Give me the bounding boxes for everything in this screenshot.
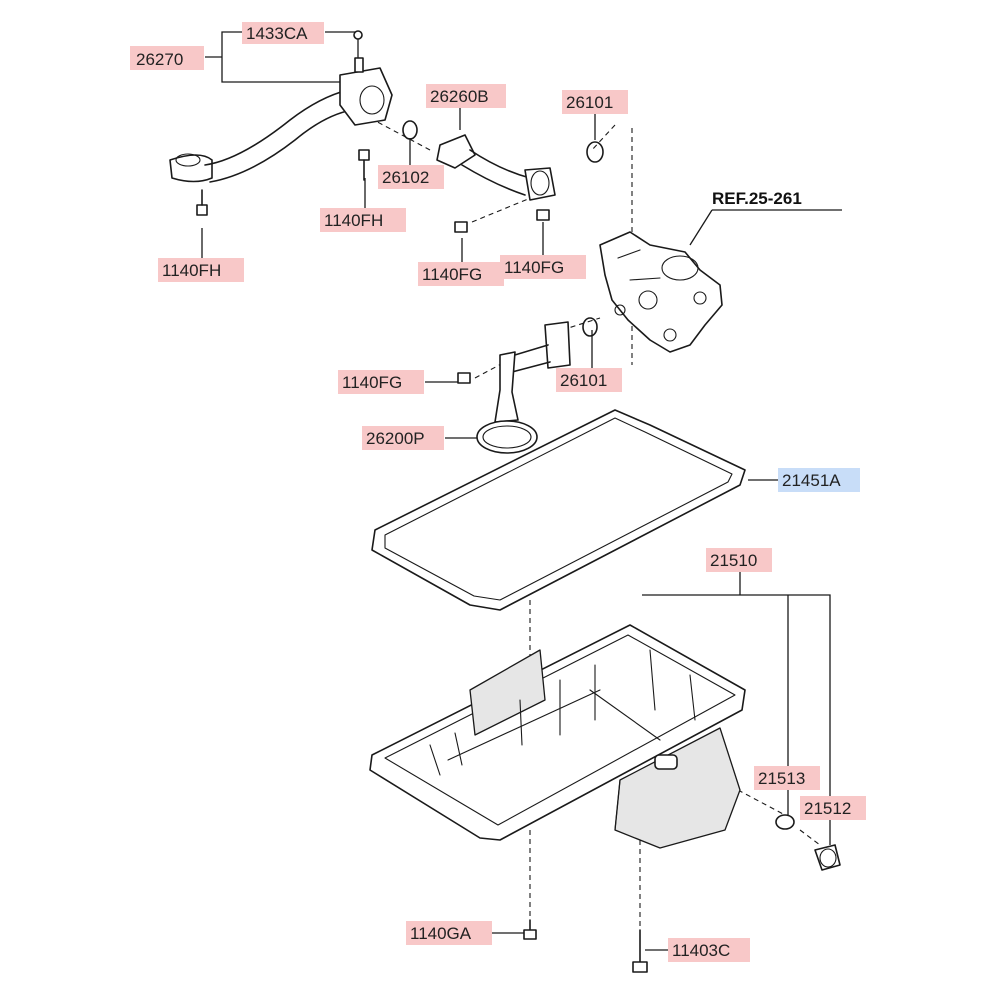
label-bg-21512 [800,796,866,820]
oil-strainer-26200P [476,321,571,454]
o-ring-26101-a [586,141,604,163]
bolt-1140FG-c [457,372,471,384]
bolt-1140FG-a [454,221,468,233]
label-11403C[interactable]: 11403C [672,941,730,960]
washer-21513 [775,814,795,830]
label-21512[interactable]: 21512 [804,799,851,818]
label-bg-21510 [706,548,772,572]
label-1433CA[interactable]: 1433CA [246,24,308,43]
label-bg-11403C [668,938,750,962]
label-21513[interactable]: 21513 [758,769,805,788]
label-1140FG-c[interactable]: 1140FG [342,373,402,392]
oil-pump-body [599,231,723,353]
label-bg-21513 [754,766,820,790]
oil-pan-21510 [369,624,746,849]
label-1140FG-a[interactable]: 1140FG [422,265,482,284]
label-bg-26260B [426,84,506,108]
label-bg-1140FG-c [338,370,424,394]
label-26270[interactable]: 26270 [136,50,183,69]
o-ring-26102 [402,120,418,140]
label-bg-21451A [778,468,860,492]
label-bg-1140FH-a [320,208,406,232]
label-26102[interactable]: 26102 [382,168,429,187]
label-bg-26270 [130,46,204,70]
bolt-1140FG-b [536,209,550,221]
label-bg-1140FG-b [500,255,586,279]
label-bg-1433CA [242,22,324,44]
label-bg-26200P [362,426,444,450]
label-1140FG-b[interactable]: 1140FG [504,258,564,277]
label-ref-25-261[interactable]: REF.25-261 [712,189,802,208]
bolt-1140FH-a [358,149,370,181]
oil-pipe-26270 [169,57,393,183]
label-1140FH-a[interactable]: 1140FH [324,211,383,230]
label-26101-b[interactable]: 26101 [560,371,607,390]
part-labels: 26270 1433CA 1140FH 1140FH 26102 26260B … [130,22,866,962]
label-bg-1140GA [406,921,492,945]
label-26260B[interactable]: 26260B [430,87,489,106]
drain-plug-21512 [814,844,841,871]
label-bg-26102 [378,165,444,189]
label-bg-1140FG-a [418,262,504,286]
label-26101-a[interactable]: 26101 [566,93,613,112]
label-bg-26101-a [562,90,628,114]
bolt-1140FH-b [196,189,208,216]
bolt-11403C [632,929,648,973]
label-21451A[interactable]: 21451A [782,471,841,490]
label-1140GA[interactable]: 1140GA [410,924,472,943]
label-1140FH-b[interactable]: 1140FH [162,261,221,280]
label-bg-1140FH-b [158,258,244,282]
label-bg-26101-b [556,368,622,392]
label-21510[interactable]: 21510 [710,551,757,570]
label-26200P[interactable]: 26200P [366,429,425,448]
bolt-1433CA [353,30,363,40]
oil-pipe-26260B [436,134,556,201]
oil-pan-gasket-21451A [371,409,746,611]
o-ring-26101-b [582,317,598,337]
bolt-1140GA [523,919,537,940]
